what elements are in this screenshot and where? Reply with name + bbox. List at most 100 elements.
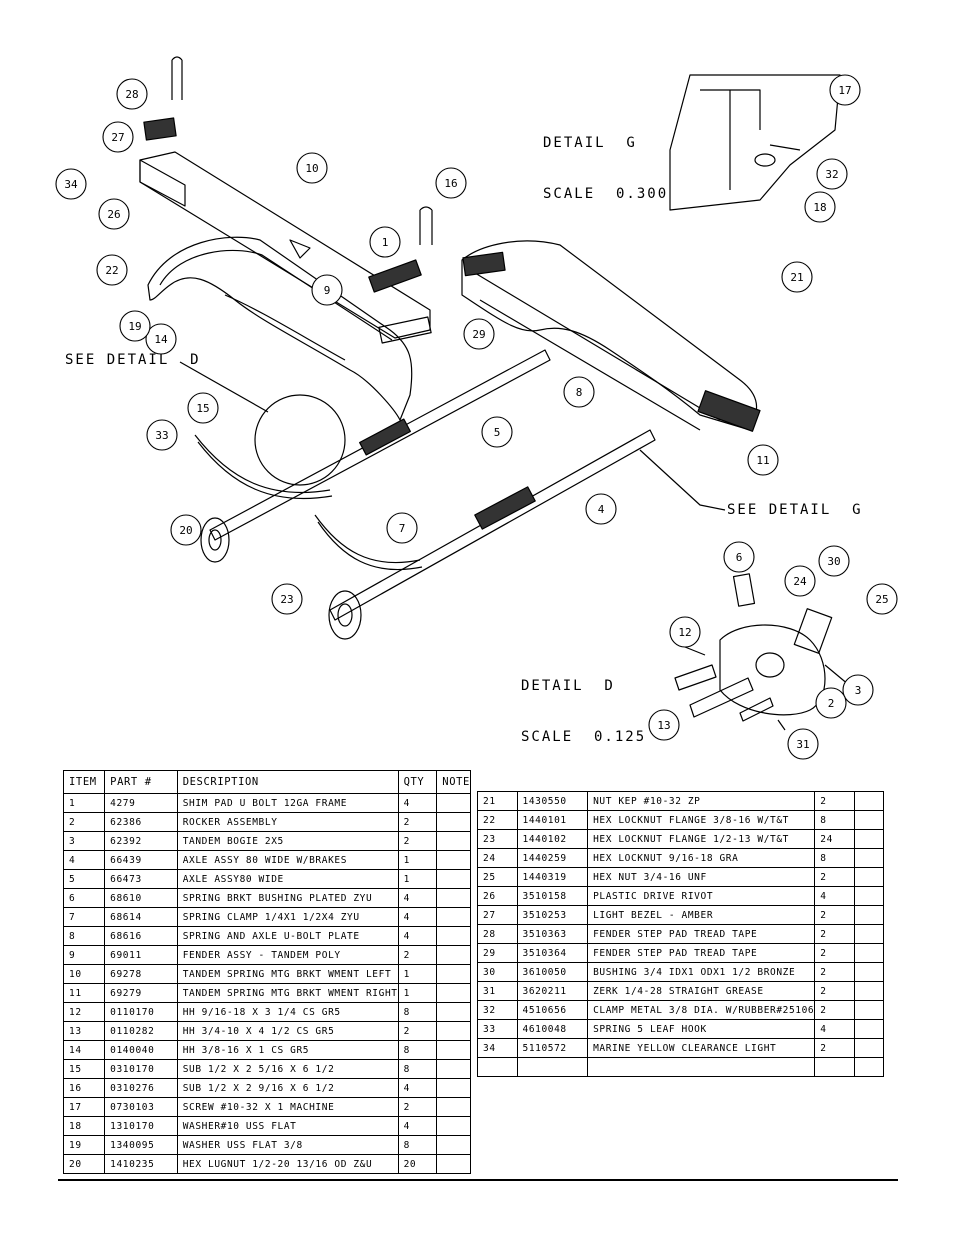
cell-qty bbox=[814, 1057, 855, 1077]
cell-item: 34 bbox=[477, 1038, 518, 1058]
callout-number: 2 bbox=[828, 697, 835, 710]
cell-desc: SPRING CLAMP 1/4X1 1/2X4 ZYU bbox=[176, 907, 399, 927]
cell-qty: 4 bbox=[397, 888, 438, 908]
callout-number: 29 bbox=[472, 328, 485, 341]
cell-note bbox=[853, 829, 885, 849]
cell-part: 3510253 bbox=[516, 905, 589, 925]
cell-desc: TANDEM SPRING MTG BRKT WMENT RIGHT bbox=[176, 983, 399, 1003]
detail-g-title: DETAIL G bbox=[543, 135, 637, 151]
callout-circle bbox=[481, 416, 513, 448]
cell-note bbox=[853, 867, 885, 887]
callout-number: 27 bbox=[111, 131, 124, 144]
callout-circle bbox=[102, 121, 134, 153]
cell-desc: FENDER STEP PAD TREAD TAPE bbox=[587, 924, 816, 944]
detail-g-scale: SCALE 0.300 bbox=[543, 186, 669, 202]
header-item: ITEM bbox=[62, 770, 106, 794]
cell-desc: ZERK 1/4-28 STRAIGHT GREASE bbox=[587, 981, 816, 1001]
callout-number: 16 bbox=[444, 177, 457, 190]
cell-desc: FENDER ASSY - TANDEM POLY bbox=[176, 945, 399, 965]
callout-circle bbox=[723, 541, 755, 573]
cell-desc: SPRING BRKT BUSHING PLATED ZYU bbox=[176, 888, 399, 908]
callout-number: 24 bbox=[793, 575, 807, 588]
cell-desc: WASHER#10 USS FLAT bbox=[176, 1116, 399, 1136]
cell-item: 29 bbox=[477, 943, 518, 963]
cell-note bbox=[853, 1057, 885, 1077]
cell-desc: SHIM PAD U BOLT 12GA FRAME bbox=[176, 793, 399, 813]
cell-part: 0730103 bbox=[104, 1097, 178, 1117]
cell-desc: ROCKER ASSEMBLY bbox=[176, 812, 399, 832]
cell-qty: 8 bbox=[397, 1059, 438, 1079]
cell-item: 21 bbox=[477, 791, 518, 811]
callout-number: 32 bbox=[825, 168, 838, 181]
cell-note bbox=[436, 1154, 471, 1174]
cell-item: 7 bbox=[62, 907, 106, 927]
cell-note bbox=[853, 924, 885, 944]
cell-qty: 24 bbox=[814, 829, 855, 849]
cell-qty: 2 bbox=[397, 945, 438, 965]
cell-part: 3510158 bbox=[516, 886, 589, 906]
cell-note bbox=[853, 886, 885, 906]
cell-part: 68614 bbox=[104, 907, 178, 927]
cell-qty: 2 bbox=[814, 1038, 855, 1058]
cell-desc: TANDEM SPRING MTG BRKT WMENT LEFT bbox=[176, 964, 399, 984]
cell-desc: PLASTIC DRIVE RIVOT bbox=[587, 886, 816, 906]
cell-part: 4279 bbox=[104, 793, 178, 813]
cell-part: 0140040 bbox=[104, 1040, 178, 1060]
cell-qty: 1 bbox=[397, 964, 438, 984]
cell-item: 31 bbox=[477, 981, 518, 1001]
cell-note bbox=[436, 1078, 471, 1098]
cell-qty: 8 bbox=[814, 848, 855, 868]
callout-circle bbox=[842, 674, 874, 706]
detail-d-scale: SCALE 0.125 bbox=[521, 729, 647, 745]
callout-number: 22 bbox=[105, 264, 118, 277]
callout-circle bbox=[369, 226, 401, 258]
cell-part: 68610 bbox=[104, 888, 178, 908]
cell-part: 0110170 bbox=[104, 1002, 178, 1022]
cell-qty: 2 bbox=[397, 812, 438, 832]
cell-desc: HH 3/4-10 X 4 1/2 CS GR5 bbox=[176, 1021, 399, 1041]
callout-circle bbox=[818, 545, 850, 577]
callout-layer: 1345678910111213141516171819202122232425… bbox=[55, 74, 898, 760]
cell-desc: HEX LUGNUT 1/2-20 13/16 OD Z&U bbox=[176, 1154, 399, 1174]
cell-note bbox=[853, 943, 885, 963]
cell-desc: HH 9/16-18 X 3 1/4 CS GR5 bbox=[176, 1002, 399, 1022]
cell-desc: NUT KEP #10-32 ZP bbox=[587, 791, 816, 811]
cell-desc: WASHER USS FLAT 3/8 bbox=[176, 1135, 399, 1155]
cell-qty: 2 bbox=[814, 1000, 855, 1020]
cell-part: 68616 bbox=[104, 926, 178, 946]
cell-qty: 2 bbox=[397, 1097, 438, 1117]
axle-5 bbox=[209, 349, 551, 541]
cell-qty: 2 bbox=[814, 791, 855, 811]
cell-qty: 2 bbox=[814, 962, 855, 982]
cell-item: 1 bbox=[62, 793, 106, 813]
cell-desc: AXLE ASSY 80 WIDE W/BRAKES bbox=[176, 850, 399, 870]
cell-item: 6 bbox=[62, 888, 106, 908]
callout-circle bbox=[463, 318, 495, 350]
cell-part: 3510364 bbox=[516, 943, 589, 963]
callout-circle bbox=[747, 444, 779, 476]
cell-item: 8 bbox=[62, 926, 106, 946]
table-row bbox=[477, 1057, 885, 1077]
cell-item: 23 bbox=[477, 829, 518, 849]
cell-item: 20 bbox=[62, 1154, 106, 1174]
cell-note bbox=[436, 983, 471, 1003]
detail-g-label: DETAIL G SCALE 0.300 bbox=[543, 101, 668, 220]
callout-number: 17 bbox=[838, 84, 851, 97]
cell-desc: HEX LOCKNUT 9/16-18 GRA bbox=[587, 848, 816, 868]
cell-note bbox=[436, 1059, 471, 1079]
cell-item: 5 bbox=[62, 869, 106, 889]
header-part: PART # bbox=[104, 770, 178, 794]
callout-number: 25 bbox=[875, 593, 888, 606]
step-pad-28 bbox=[143, 117, 177, 141]
callout-number: 4 bbox=[598, 503, 605, 516]
